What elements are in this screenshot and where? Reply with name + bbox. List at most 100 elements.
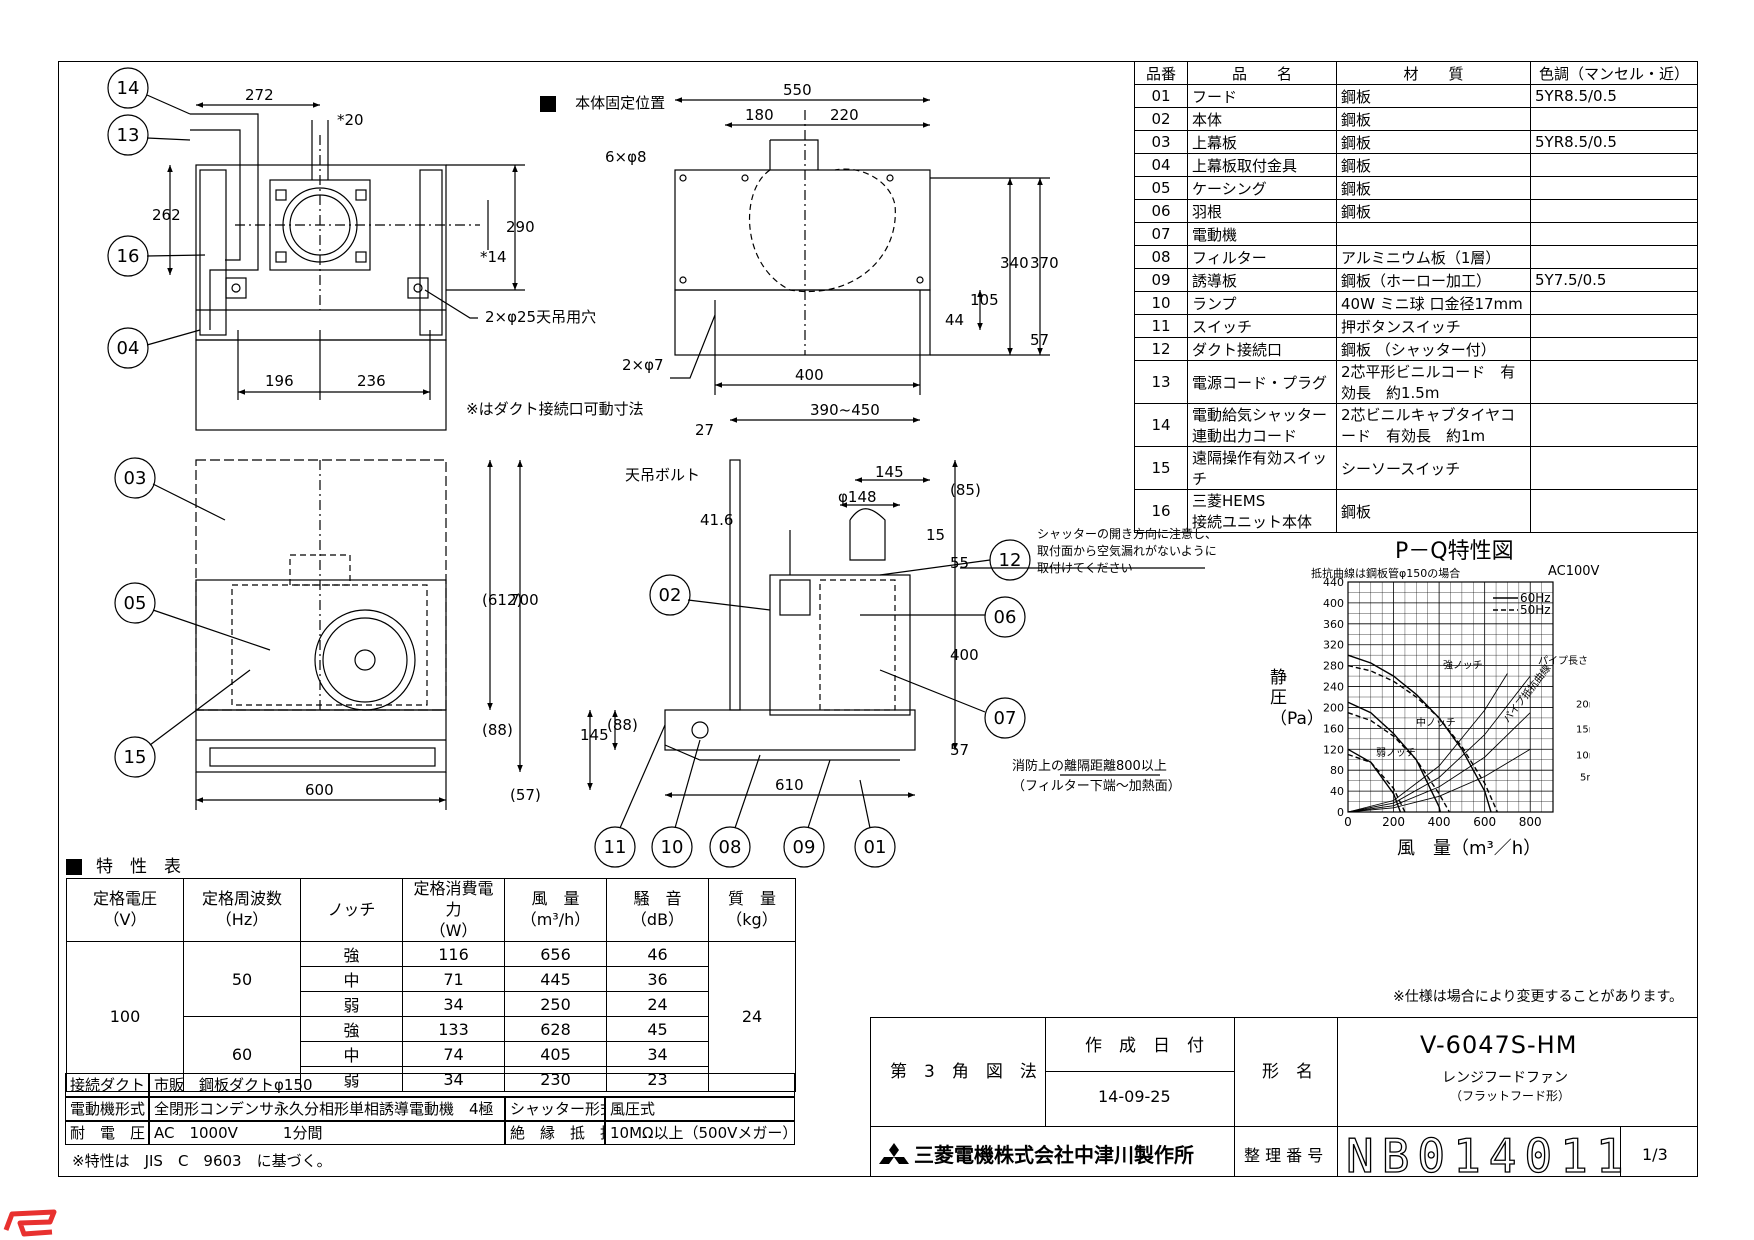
x-tick-label: 600	[1473, 815, 1496, 829]
parts-color-cell	[1530, 153, 1698, 177]
spec-noise-cell: 36	[606, 966, 709, 993]
parts-no-cell: 15	[1134, 446, 1188, 490]
parts-no-cell: 04	[1134, 153, 1188, 177]
dimension-label: 610	[775, 776, 804, 794]
dimension-label: 550	[783, 81, 812, 99]
x-tick-label: 400	[1428, 815, 1451, 829]
series-line	[1347, 712, 1531, 813]
shutter-note-line: 取付面から空気漏れがないように	[1037, 543, 1217, 558]
parts-material-cell: 鋼板	[1336, 199, 1531, 223]
y-tick-label: 160	[1323, 722, 1344, 735]
parts-material-cell: 押ボタンスイッチ	[1336, 314, 1531, 338]
dimension-label: 27	[695, 421, 714, 439]
series-line	[1347, 675, 1531, 813]
parts-header-row: 品番 品 名 材 質 色調（マンセル・近）	[1134, 61, 1698, 85]
callouts	[107, 67, 1031, 868]
parts-no-cell: 05	[1134, 176, 1188, 200]
parts-material-cell: 鋼板	[1336, 489, 1531, 533]
parts-no-cell: 13	[1134, 360, 1188, 404]
parts-header: 材 質	[1336, 61, 1531, 85]
dimension-label: 700	[510, 591, 539, 609]
parts-color-cell	[1530, 199, 1698, 223]
dimension-label: *14	[480, 248, 507, 266]
spec-watt-cell: 71	[402, 966, 505, 993]
spec-insulation-value: 10MΩ以上（500Vメガー）	[605, 1121, 795, 1145]
dimension-label: 44	[945, 311, 964, 329]
doc-number-label: 整 理 番 号	[1244, 1146, 1324, 1165]
spec-watt-cell: 34	[402, 1066, 505, 1093]
parts-header: 品番	[1134, 61, 1188, 85]
parts-color-cell	[1530, 176, 1698, 200]
series-line	[1347, 654, 1492, 813]
spec-noise-cell: 34	[606, 1041, 709, 1068]
parts-name-cell: ダクト接続口	[1187, 337, 1337, 361]
parts-color-cell: 5YR8.5/0.5	[1530, 84, 1698, 108]
parts-name-cell: 誘導板	[1187, 268, 1337, 292]
parts-name-cell: 電動給気シャッター 連動出力コード	[1187, 403, 1337, 447]
parts-name-cell: フィルター	[1187, 245, 1337, 269]
callout-number: 12	[999, 550, 1022, 571]
pq-chart-title: P－Q特性図	[1395, 539, 1514, 564]
plot-border	[1347, 581, 1554, 813]
callout-number: 14	[117, 78, 140, 99]
parts-color-cell	[1530, 107, 1698, 131]
parts-material-cell: シーソースイッチ	[1336, 446, 1531, 490]
parts-no-cell: 12	[1134, 337, 1188, 361]
page-number: 1/3	[1642, 1145, 1668, 1164]
spec-motor-label: 電動機形式	[65, 1097, 149, 1121]
callout-number: 16	[117, 246, 140, 267]
spec-footnote: ※特性は JIS C 9603 に基づく。	[72, 1152, 332, 1170]
model-number: V-6047S-HM	[1420, 1031, 1578, 1059]
curve-label: 20m	[1576, 699, 1590, 710]
heading-square-icon	[66, 859, 82, 875]
dimension-label: (88)	[607, 716, 638, 734]
product-name: レンジフードファン	[1442, 1070, 1568, 1086]
parts-color-cell	[1530, 314, 1698, 338]
parts-no-cell: 14	[1134, 403, 1188, 447]
spec-notch-cell: 中	[300, 1041, 403, 1068]
callout-number: 04	[117, 338, 140, 359]
mitsubishi-logo-icon	[879, 1142, 909, 1164]
change-note: ※仕様は場合により変更することがあります。	[1393, 989, 1684, 1005]
date-label: 作 成 日 付	[1085, 1036, 1204, 1056]
parts-no-cell: 02	[1134, 107, 1188, 131]
doc-number: NB014011	[1345, 1128, 1632, 1183]
spec-watt-cell: 74	[402, 1041, 505, 1068]
pq-ylabel: 静圧（Pa）	[1270, 668, 1324, 729]
spec-header: 騒 音 （dB）	[606, 877, 709, 943]
dimension-label: 370	[1030, 254, 1059, 272]
dimension-label: 290	[506, 218, 535, 236]
dimension-label: 105	[970, 291, 999, 309]
y-tick-label: 440	[1323, 576, 1344, 589]
dimension-label: (57)	[510, 786, 541, 804]
spec-header: 定格消費電力 （W）	[402, 877, 505, 943]
parts-color-cell	[1530, 337, 1698, 361]
spec-hz-cell: 50	[183, 941, 301, 1018]
parts-material-cell: 2芯ビニルキャブタイヤコード 有効長 約1m	[1336, 403, 1531, 447]
parts-material-cell: 2芯平形ビニルコード 有効長 約1.5m	[1336, 360, 1531, 404]
callout-number: 10	[661, 837, 684, 858]
legend-label: 60Hz	[1520, 591, 1551, 605]
parts-material-cell: 鋼板	[1336, 176, 1531, 200]
y-tick-label: 320	[1323, 639, 1344, 652]
curve-label: 5m	[1580, 773, 1590, 784]
y-tick-label: 120	[1323, 743, 1344, 756]
callout-number: 11	[604, 837, 627, 858]
legend-square-icon	[540, 95, 556, 112]
parts-name-cell: 羽根	[1187, 199, 1337, 223]
callout-number: 13	[117, 125, 140, 146]
parts-name-cell: 上幕板	[1187, 130, 1337, 154]
spec-hz-cell: 60	[183, 1016, 301, 1093]
dimension-label: 236	[357, 372, 386, 390]
parts-material-cell: 鋼板	[1336, 130, 1531, 154]
